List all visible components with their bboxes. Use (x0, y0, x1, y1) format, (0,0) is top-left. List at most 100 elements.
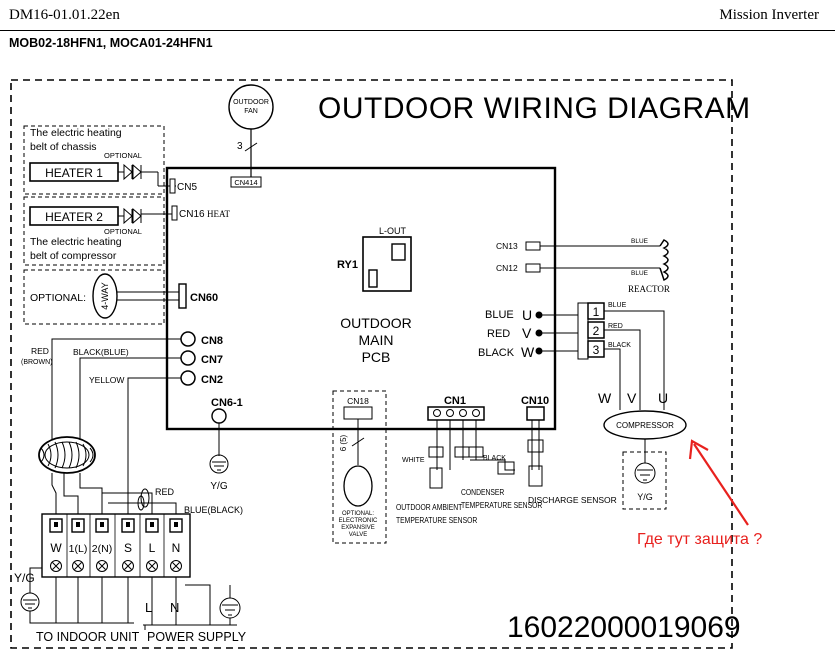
svg-text:BLUE: BLUE (631, 238, 649, 245)
fourway-optional-box (23, 269, 165, 325)
pcb-label-line1: OUTDOOR (340, 315, 412, 331)
svg-text:U: U (522, 307, 532, 323)
heat-label: HEAT (207, 209, 230, 219)
svg-text:V: V (627, 390, 637, 406)
cn18-optional-box (332, 390, 387, 544)
svg-text:The electric heating: The electric heating (30, 127, 122, 139)
terminal-label-4: S (124, 541, 132, 555)
svg-text:FAN: FAN (244, 108, 258, 115)
svg-text:BLACK: BLACK (608, 342, 631, 349)
fan-wire-count: 3 (237, 141, 243, 152)
svg-text:BLACK: BLACK (478, 347, 515, 359)
svg-text:HEATER 1: HEATER 1 (45, 166, 103, 180)
cn7-connector: CN7 (180, 350, 223, 366)
svg-text:OPTIONAL: OPTIONAL (104, 151, 142, 160)
svg-text:OPTIONAL:: OPTIONAL: (342, 511, 374, 517)
diagram-title: OUTDOOR WIRING DIAGRAM (318, 92, 751, 125)
pcb-ground-label: Y/G (210, 481, 227, 492)
terminal-label-3: 2(N) (92, 543, 112, 555)
svg-text:U: U (658, 390, 668, 406)
cn10-label: CN10 (521, 395, 549, 407)
svg-text:The electric heating: The electric heating (30, 236, 122, 248)
svg-text:RED: RED (487, 328, 510, 340)
svg-text:WHITE: WHITE (402, 457, 425, 464)
annotation-text: Где тут защита ? (637, 531, 762, 548)
cn1-connector (427, 406, 485, 421)
pcb-ground-icon (209, 423, 229, 474)
cn60-label: CN60 (190, 292, 218, 304)
svg-text:Y/G: Y/G (637, 492, 653, 502)
svg-text:CN2: CN2 (201, 374, 223, 386)
svg-text:EXPANSIVE: EXPANSIVE (341, 525, 375, 531)
svg-text:3: 3 (593, 343, 600, 357)
svg-text:TEMPERATURE SENSOR: TEMPERATURE SENSOR (461, 500, 542, 510)
reactor-label: REACTOR (628, 284, 670, 294)
wire-label-red-2: RED (155, 487, 175, 497)
svg-text:TEMPERATURE SENSOR: TEMPERATURE SENSOR (396, 515, 477, 525)
compressor-ground-icon (634, 439, 656, 484)
ferrite-core (38, 436, 96, 474)
brand-name: Mission Inverter (719, 7, 819, 23)
svg-text:L: L (145, 600, 152, 615)
wire-label-blue-black: BLUE(BLACK) (184, 505, 243, 515)
svg-text:VALVE: VALVE (349, 532, 367, 538)
svg-text:OPTIONAL:: OPTIONAL: (30, 292, 86, 304)
heater2-thermal-protector (118, 207, 172, 225)
cn16-label: CN16 (179, 209, 205, 220)
page-header: DM16-01.01.22en Mission Inverter (0, 0, 835, 31)
svg-text:OUTDOOR: OUTDOOR (233, 99, 269, 106)
wire-label-yellow: YELLOW (89, 375, 124, 385)
svg-text:HEATER 2: HEATER 2 (45, 210, 103, 224)
lout-label: L-OUT (379, 226, 407, 236)
terminal-label-6: N (172, 541, 181, 555)
svg-text:BLUE: BLUE (485, 309, 514, 321)
svg-text:CN7: CN7 (201, 354, 223, 366)
terminal-4: S (114, 514, 135, 577)
svg-text:BLUE: BLUE (631, 270, 649, 277)
model-line: MOB02-18HFN1, MOCA01-24HFN1 (9, 36, 213, 50)
svg-text:N: N (170, 600, 179, 615)
terminal-1: W (49, 518, 63, 572)
compressor-terminal-block: 1 2 3 (587, 302, 605, 358)
wire-label-brown: (BROWN) (21, 359, 53, 366)
discharge-sensor-label: DISCHARGE SENSOR (528, 495, 617, 505)
ry1-label: RY1 (337, 259, 358, 271)
expansion-valve-coil (343, 465, 373, 507)
power-ground-icon (219, 585, 241, 625)
svg-text:BLACK: BLACK (483, 455, 506, 462)
svg-text:BLUE: BLUE (608, 302, 627, 309)
ry1-relay (362, 236, 412, 292)
power-supply-label: POWER SUPPLY (147, 630, 247, 644)
svg-text:W: W (598, 390, 612, 406)
cn8-connector: CN8 (180, 331, 223, 347)
svg-text:belt of compressor: belt of compressor (30, 250, 117, 262)
cn12-label: CN12 (496, 263, 518, 273)
terminal-block (41, 513, 191, 578)
pcb-label-line3: PCB (362, 349, 391, 365)
svg-text:W: W (521, 344, 535, 360)
cn18-label: CN18 (347, 396, 369, 406)
part-number: 16022000019069 (507, 611, 741, 644)
cn5-label: CN5 (177, 182, 197, 193)
outdoor-fan: OUTDOOR FAN (228, 84, 274, 130)
svg-text:V: V (522, 325, 532, 341)
diagram-frame (10, 79, 733, 649)
heater2-optional-box (23, 196, 165, 266)
svg-text:4-WAY: 4-WAY (100, 282, 110, 310)
terminal-2: 1(L) (66, 514, 87, 577)
svg-text:belt of chassis: belt of chassis (30, 141, 97, 153)
cn10-connector (526, 406, 545, 421)
annotation-arrow (688, 439, 749, 526)
pcb-label-line2: MAIN (359, 332, 394, 348)
svg-text:OPTIONAL: OPTIONAL (104, 227, 142, 236)
condenser-sensor-label: CONDENSER (461, 487, 504, 497)
cn1-label: CN1 (444, 395, 466, 407)
cn2-connector: CN2 (180, 370, 223, 386)
terminal-6: N (163, 514, 183, 577)
svg-text:ELECTRONIC: ELECTRONIC (339, 518, 378, 524)
wire-label-black-blue: BLACK(BLUE) (73, 347, 129, 357)
terminal-label-5: L (149, 541, 156, 555)
cn13-label: CN13 (496, 241, 518, 251)
cn6-1-label: CN6-1 (211, 397, 243, 409)
